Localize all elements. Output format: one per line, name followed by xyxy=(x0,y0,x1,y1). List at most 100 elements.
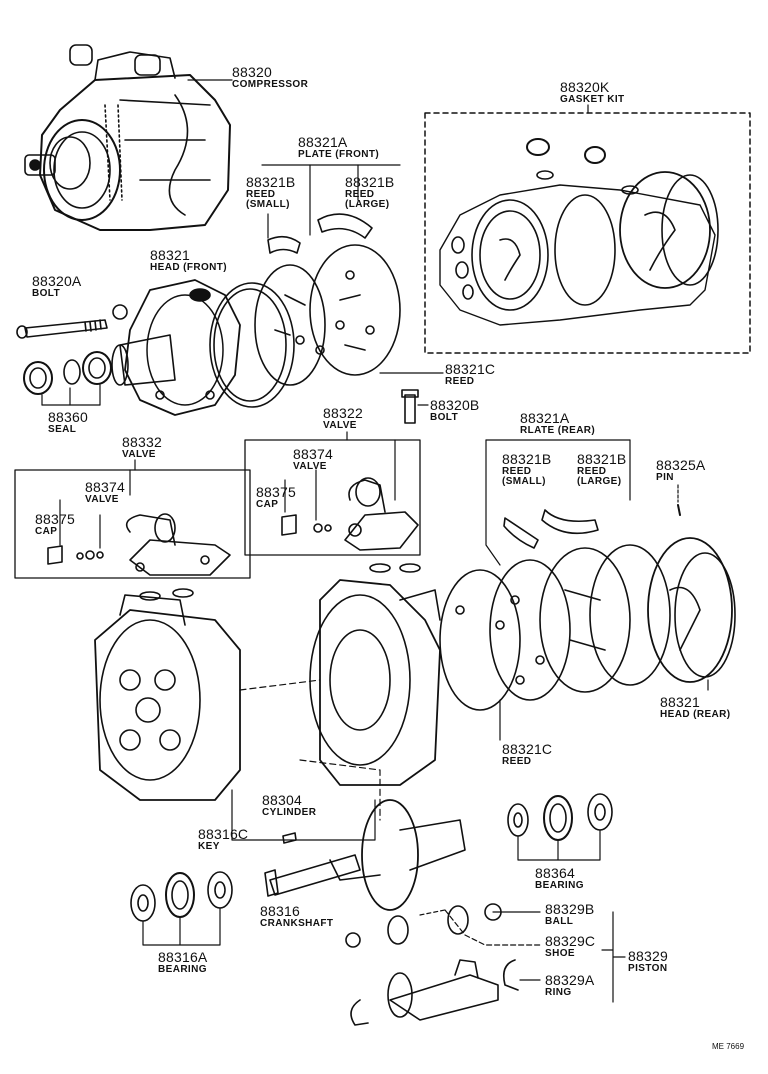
part-number: 88304 xyxy=(262,792,302,808)
part-number: 88321B xyxy=(577,451,627,467)
part-number: 88375 xyxy=(35,511,75,527)
callout-88321-rear: 88321 HEAD (REAR) xyxy=(660,695,731,720)
callout-88321c-bottom: 88321C REED xyxy=(502,742,552,767)
part-number: 88322 xyxy=(323,405,363,421)
callout-88375-left: 88375 CAP xyxy=(35,512,75,537)
cylinder-illustration xyxy=(94,579,441,801)
piston-illustration xyxy=(345,903,519,1026)
part-name: REED xyxy=(445,375,475,387)
part-name: RLATE (REAR) xyxy=(520,424,596,436)
part-name: COMPRESSOR xyxy=(232,78,309,90)
part-number: 88329C xyxy=(545,933,596,949)
compressor-illustration xyxy=(24,44,231,231)
part-number: 88321B xyxy=(345,174,395,190)
reed-small-rear-shape xyxy=(503,517,539,549)
part-number: 88321 xyxy=(660,694,700,710)
part-number: 88321B xyxy=(246,174,296,190)
bearing-88316a-illustration xyxy=(130,871,233,922)
part-name: REED xyxy=(345,188,375,200)
callout-88316: 88316 CRANKSHAFT xyxy=(260,904,333,929)
part-number: 88321C xyxy=(502,741,553,757)
callout-88304: 88304 CYLINDER xyxy=(262,793,316,818)
bolt-88320b-shape xyxy=(401,389,419,424)
part-number: 88360 xyxy=(48,409,88,425)
part-number: 88316C xyxy=(198,826,249,842)
callout-88374-left: 88374 VALVE xyxy=(85,480,125,505)
part-name: BOLT xyxy=(430,411,459,423)
callout-88320k: 88320K GASKET KIT xyxy=(560,80,625,105)
part-number: 88329B xyxy=(545,901,595,917)
rear-head-illustration xyxy=(439,537,736,711)
part-number: 88320A xyxy=(32,273,82,289)
callout-88322: 88322 VALVE xyxy=(323,406,363,431)
callout-88329c: 88329C SHOE xyxy=(545,934,595,959)
crankshaft-illustration xyxy=(264,799,466,911)
part-name: SEAL xyxy=(48,423,77,435)
callout-88321b-small-rear: 88321B REED (SMALL) xyxy=(502,452,551,488)
part-number: 88374 xyxy=(293,446,333,462)
part-name: BEARING xyxy=(158,963,207,975)
part-name: KEY xyxy=(198,840,220,852)
gasket-kit-illustration xyxy=(439,138,719,326)
part-number: 88332 xyxy=(122,434,162,450)
callout-88321b-small-front: 88321B REED (SMALL) xyxy=(246,175,295,211)
part-name-detail: (LARGE) xyxy=(577,476,622,488)
part-name: PLATE (FRONT) xyxy=(298,148,380,160)
callout-88329a: 88329A RING xyxy=(545,973,594,998)
bolt-88320a-illustration xyxy=(16,304,128,339)
part-name-detail: (SMALL) xyxy=(502,476,546,488)
part-name: BALL xyxy=(545,915,574,927)
part-number: 88374 xyxy=(85,479,125,495)
valve-88322-illustration xyxy=(281,477,421,573)
part-name: BOLT xyxy=(32,287,61,299)
part-name: PIN xyxy=(656,471,674,483)
part-number: 88329A xyxy=(545,972,595,988)
valve-88332-box xyxy=(14,469,251,579)
part-name: REED xyxy=(502,465,532,477)
callout-88321b-large-rear: 88321B REED (LARGE) xyxy=(577,452,626,488)
callout-88316c: 88316C KEY xyxy=(198,827,248,852)
part-name: VALVE xyxy=(85,493,119,505)
callout-88325a: 88325A PIN xyxy=(656,458,705,483)
part-number: 88321 xyxy=(150,247,190,263)
part-number: 88320K xyxy=(560,79,610,95)
part-name: PISTON xyxy=(628,962,668,974)
reed-small-front-shape xyxy=(267,235,301,254)
part-name: REED xyxy=(502,755,532,767)
callout-88321b-large-front: 88321B REED (LARGE) xyxy=(345,175,394,211)
callout-88321-front: 88321 HEAD (FRONT) xyxy=(150,248,227,273)
callout-88360: 88360 SEAL xyxy=(48,410,88,435)
part-name: CYLINDER xyxy=(262,806,317,818)
seal-88360-illustration xyxy=(23,351,112,395)
front-head-illustration xyxy=(111,244,401,416)
part-number: 88329 xyxy=(628,948,668,964)
part-number: 88364 xyxy=(535,865,575,881)
callout-88374-right: 88374 VALVE xyxy=(293,447,333,472)
part-name: REED xyxy=(577,465,607,477)
part-name: CAP xyxy=(256,498,279,510)
valve-88322-box xyxy=(244,439,421,556)
part-number: 88321A xyxy=(520,410,570,426)
callout-88364: 88364 BEARING xyxy=(535,866,584,891)
part-number: 88321B xyxy=(502,451,552,467)
part-number: 88316A xyxy=(158,949,208,965)
callout-88320b: 88320B BOLT xyxy=(430,398,479,423)
callout-88329: 88329 PISTON xyxy=(628,949,668,974)
part-name-detail: (LARGE) xyxy=(345,199,390,211)
callout-88329b: 88329B BALL xyxy=(545,902,594,927)
reed-large-front-shape xyxy=(317,213,373,239)
part-name: HEAD (REAR) xyxy=(660,708,731,720)
reed-large-rear-shape xyxy=(541,509,599,535)
part-number: 88321A xyxy=(298,134,348,150)
part-name: CRANKSHAFT xyxy=(260,917,334,929)
part-name: CAP xyxy=(35,525,58,537)
callout-88321a-rear: 88321A RLATE (REAR) xyxy=(520,411,595,436)
callout-88316a: 88316A BEARING xyxy=(158,950,207,975)
part-number: 88320 xyxy=(232,64,272,80)
part-name: RING xyxy=(545,986,572,998)
valve-88332-illustration xyxy=(47,513,231,601)
part-name: HEAD (FRONT) xyxy=(150,261,228,273)
callout-88321c-top: 88321C REED xyxy=(445,362,495,387)
callout-88320: 88320 COMPRESSOR xyxy=(232,65,308,90)
